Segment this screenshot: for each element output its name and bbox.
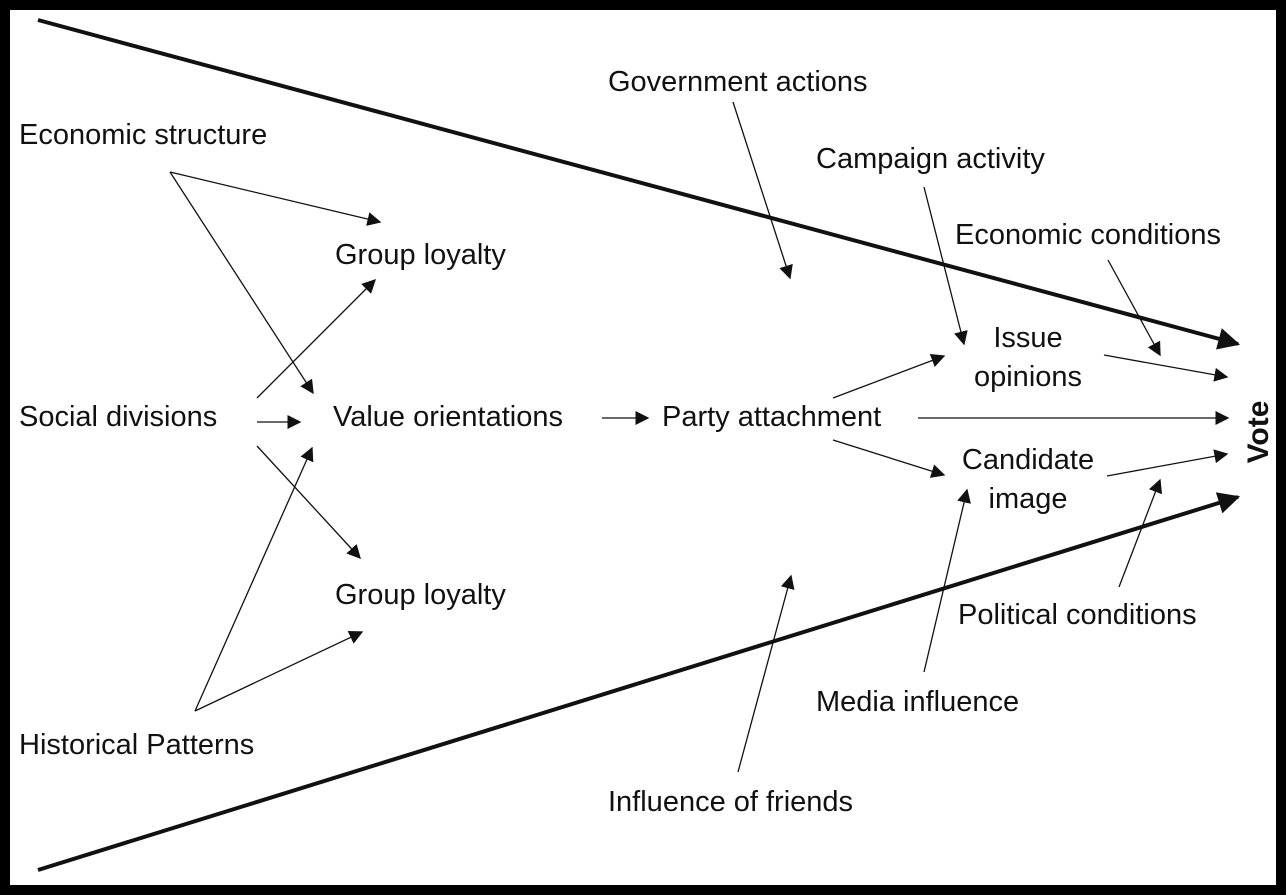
node-political-conditions: Political conditions <box>958 599 1197 631</box>
arrow-economic-structure-to-value-orientations <box>169 171 314 395</box>
diagram-connectors <box>37 18 1241 872</box>
issue-opinions-line-2: opinions <box>973 361 1083 394</box>
node-economic-conditions: Economic conditions <box>955 219 1221 251</box>
arrow-historical-patterns-to-value-orientations <box>194 446 314 712</box>
arrow-economic-conditions <box>1107 259 1161 357</box>
arrow-social-divisions-to-group-loyalty-top <box>256 279 376 399</box>
node-issue-opinions: Issue opinions <box>968 319 1088 397</box>
arrow-party-attachment-to-issue-opinions <box>832 353 946 399</box>
arrow-social-divisions-to-group-loyalty-bottom <box>256 445 361 560</box>
node-influence-of-friends: Influence of friends <box>608 786 854 818</box>
node-economic-structure: Economic structure <box>19 119 268 151</box>
arrow-media-influence <box>923 488 971 673</box>
funnel-of-causality-diagram: Economic structure Group loyalty Social … <box>10 10 1276 885</box>
node-social-divisions: Social divisions <box>19 401 218 433</box>
diagram-frame: Economic structure Group loyalty Social … <box>10 10 1276 885</box>
candidate-image-line-2: image <box>988 483 1068 516</box>
arrow-historical-patterns-to-group-loyalty-bottom <box>194 631 364 712</box>
candidate-image-line-1: Candidate <box>961 444 1095 476</box>
node-government-actions: Government actions <box>608 66 868 98</box>
funnel-top-boundary-arrow <box>37 18 1241 350</box>
arrow-economic-structure-to-group-loyalty-top <box>169 171 382 226</box>
node-candidate-image: Candidate image <box>948 441 1108 519</box>
node-group-loyalty-top: Group loyalty <box>335 239 506 271</box>
arrow-campaign-activity <box>923 186 968 346</box>
node-vote: Vote <box>1242 400 1275 464</box>
node-group-loyalty-bottom: Group loyalty <box>335 579 506 611</box>
issue-opinions-line-1: Issue <box>993 322 1063 354</box>
arrow-influence-of-friends <box>737 574 795 773</box>
arrow-issue-opinions-to-vote <box>1103 354 1229 382</box>
node-value-orientations: Value orientations <box>333 401 564 433</box>
node-campaign-activity: Campaign activity <box>816 143 1045 175</box>
node-party-attachment: Party attachment <box>662 401 882 433</box>
arrow-candidate-image-to-vote <box>1106 449 1229 477</box>
node-media-influence: Media influence <box>816 686 1020 718</box>
arrow-party-attachment-to-candidate-image <box>832 439 946 478</box>
arrow-political-conditions <box>1118 478 1163 588</box>
funnel-bottom-boundary-arrow <box>37 492 1241 872</box>
node-historical-patterns: Historical Patterns <box>19 729 255 761</box>
arrow-government-actions <box>732 101 793 280</box>
